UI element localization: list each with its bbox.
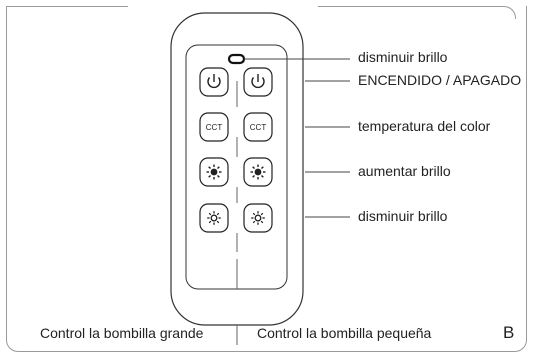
power-icon [207,74,221,89]
brightness-down-button-left[interactable] [199,203,229,233]
callout-brightness-up-label: aumentar brillo [358,163,451,179]
caption-large-bulb: Control la bombilla grande [40,325,204,341]
panel-letter: B [503,323,515,342]
cct-button-right[interactable]: CCT [243,112,273,142]
brightness-down-button-right[interactable] [243,203,273,233]
callout-brightness-down-label: disminuir brillo [358,208,448,224]
brightness-up-button-right[interactable] [243,157,273,187]
cct-button-label: CCT [206,123,223,132]
figure-frame [6,6,527,352]
sun-icon [206,164,222,180]
callout-indicator-label: disminuir brillo [358,49,448,65]
indicator-led [227,53,246,65]
power-icon [251,74,265,89]
power-button-right[interactable] [243,67,273,97]
callout-cct-label: temperatura del color [358,118,491,134]
sun-small-icon [251,211,265,225]
sun-icon [250,164,266,180]
frame-top-border-left [6,6,128,7]
power-button-left[interactable] [199,67,229,97]
caption-small-bulb: Control la bombilla pequeña [257,325,432,341]
cct-button-left[interactable]: CCT [199,112,229,142]
sun-small-icon [207,211,221,225]
brightness-up-button-left[interactable] [199,157,229,187]
cct-button-label: CCT [250,123,267,132]
callout-power-label: ENCENDIDO / APAGADO [358,72,522,88]
